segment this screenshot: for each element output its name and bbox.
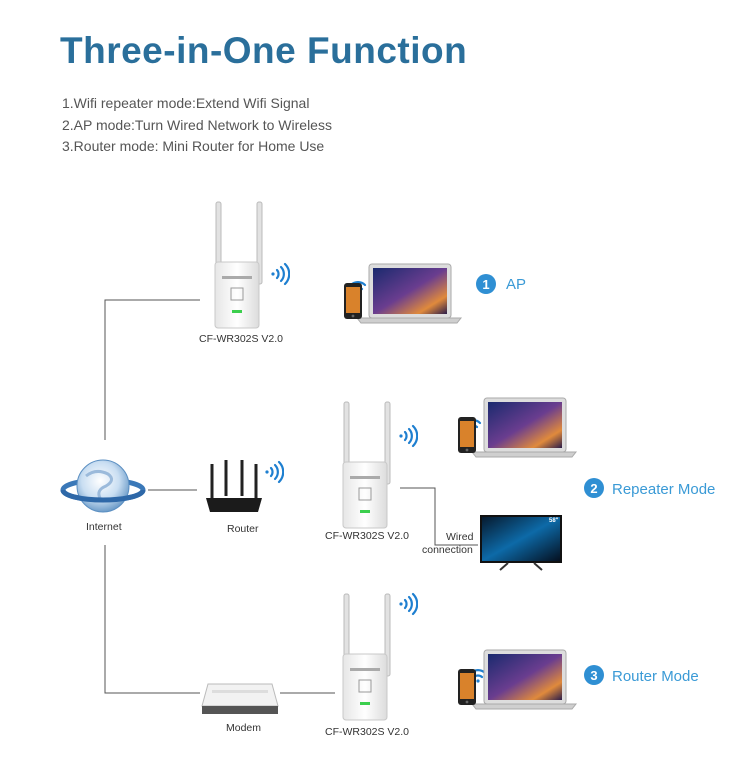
feature-item: 2.AP mode:Turn Wired Network to Wireless [62,116,332,133]
repeater-model-label: CF-WR302S V2.0 [325,726,410,738]
mode-badge-repeater: 2 [584,478,604,498]
line-internet-to-ap [104,299,200,440]
internet-label: Internet [86,521,122,533]
repeater-device-icon [342,593,391,721]
repeater-device-icon [342,401,391,529]
laptop-icon [355,263,463,324]
laptop-icon [470,649,578,710]
tv-size-label: 58" [549,518,559,524]
line-internet-to-modem [104,545,200,694]
repeater-model-label: CF-WR302S V2.0 [199,333,284,345]
tv-icon: 58" [478,513,564,571]
wired-label-line1: Wired [446,531,474,543]
laptop-icon [470,397,578,458]
smartphone-icon [344,283,362,319]
smartphone-icon [458,417,476,453]
internet-globe-icon [60,459,146,513]
mode-label-router: Router Mode [612,668,699,685]
wifi-signal-icon [265,460,284,484]
router-label: Router [227,523,259,535]
feature-item: 1.Wifi repeater mode:Extend Wifi Signal [62,95,310,111]
wifi-signal-icon [271,262,290,286]
mode-badge-router: 3 [584,665,604,685]
repeater-device-icon [214,201,263,329]
wifi-signal-icon [399,592,418,616]
feature-list: 1.Wifi repeater mode:Extend Wifi Signal … [62,93,332,158]
smartphone-icon [458,669,476,705]
router-icon [206,460,262,512]
wifi-signal-icon [399,424,418,448]
modem-label: Modem [226,722,262,734]
page-title: Three-in-One Function [60,30,468,71]
mode-label-ap: AP [506,276,527,293]
feature-item: 3.Router mode: Mini Router for Home Use [62,138,325,154]
line-wired-to-tv [400,487,478,546]
wired-label-line2: connection [422,544,473,556]
repeater-model-label: CF-WR302S V2.0 [325,530,410,542]
mode-label-repeater: Repeater Mode [612,481,716,498]
mode-badge-ap: 1 [476,274,496,294]
modem-icon [201,683,279,714]
